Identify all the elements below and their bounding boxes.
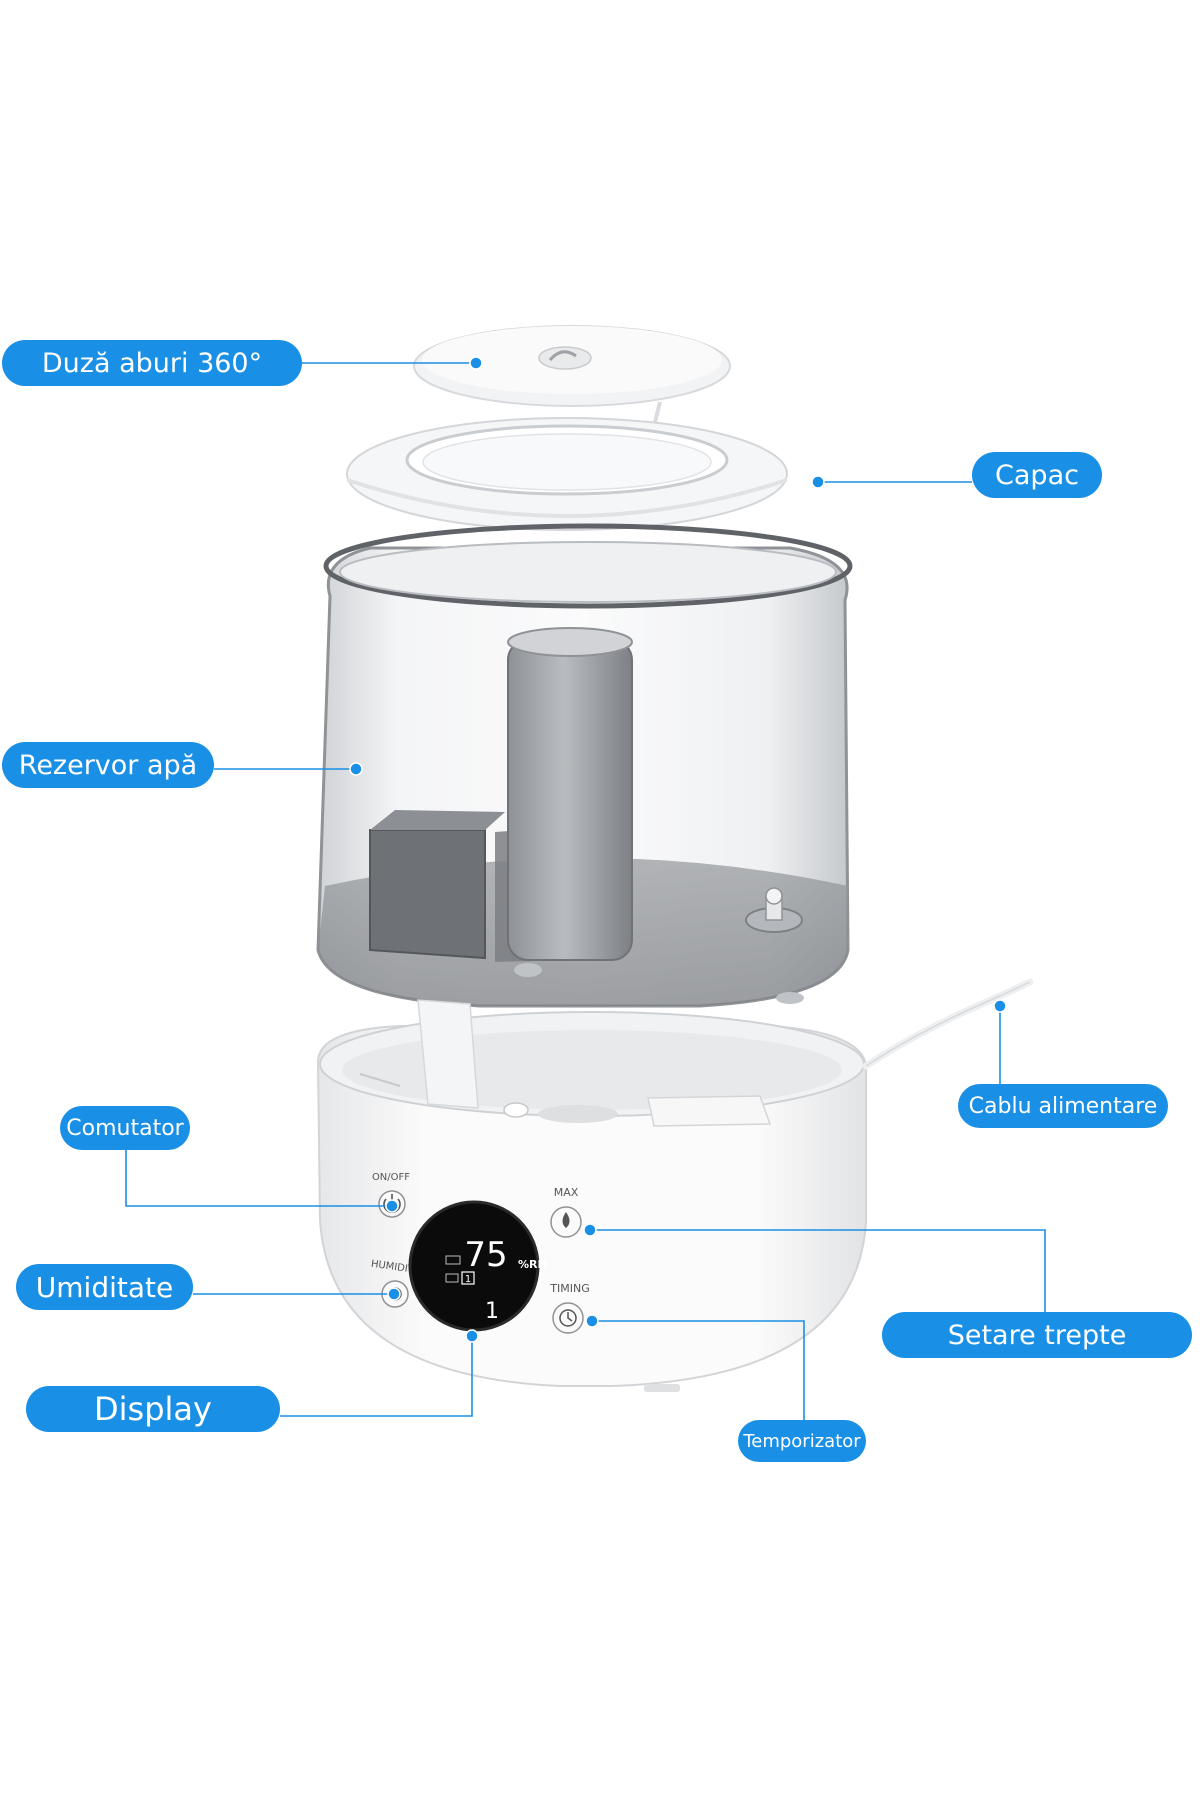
steam-nozzle-part (413, 325, 731, 427)
leader-switch (125, 1150, 392, 1207)
mist-level-icon (562, 1212, 570, 1228)
label-water-tank: Rezervor apă (2, 742, 214, 788)
water-tank-part (316, 523, 853, 1008)
leader-timer (592, 1320, 805, 1420)
display-level-indicator: 1 (465, 1274, 471, 1285)
display-humidity-value: 75 (464, 1235, 507, 1275)
timing-button-label: TIMING (549, 1282, 589, 1295)
base-part (316, 978, 1034, 1392)
label-power-cable: Cablu alimentare (958, 1084, 1168, 1128)
leader-display (280, 1336, 473, 1417)
label-steam-nozzle: Duză aburi 360° (2, 340, 302, 386)
onoff-button-label: ON/OFF (372, 1172, 410, 1183)
lid-part (346, 417, 788, 531)
leader-steps (590, 1229, 1046, 1312)
display-humidity-unit: %RH (518, 1258, 547, 1271)
label-switch: Comutator (60, 1106, 190, 1150)
clock-icon (559, 1309, 577, 1327)
max-button-label: MAX (554, 1186, 579, 1199)
label-level-setting: Setare trepte (882, 1312, 1192, 1358)
display-mode-value: 1 (485, 1299, 499, 1324)
control-panel: ON/OFF HUMIDITY MAX TIMING 75 %RH 1 1 (370, 1172, 590, 1334)
label-lid: Capac (972, 452, 1102, 498)
label-humidity: Umiditate (16, 1264, 193, 1310)
leader-lines (125, 362, 1046, 1420)
label-timer: Temporizator (738, 1420, 866, 1462)
leader-dots (349, 356, 1007, 1343)
label-display: Display (26, 1386, 280, 1432)
